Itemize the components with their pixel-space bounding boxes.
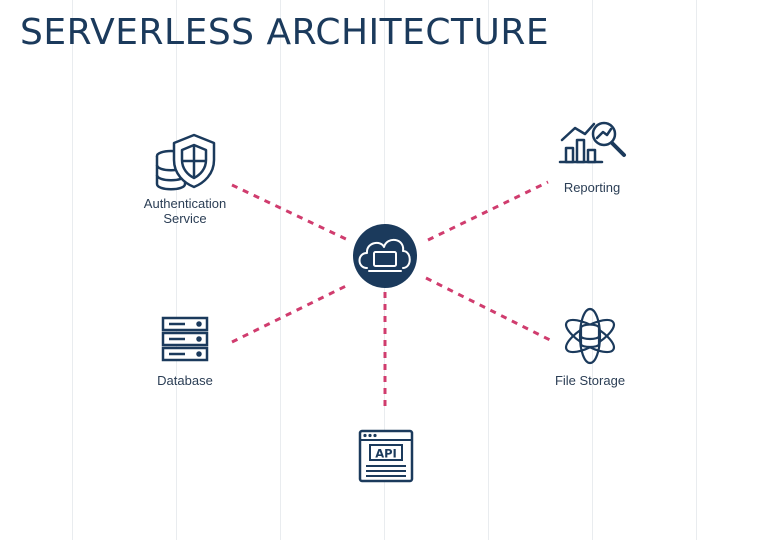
shield-database-icon (155, 133, 216, 191)
hub-node (353, 224, 417, 288)
connectors (231, 180, 551, 406)
atom-database-icon (564, 307, 616, 365)
connector-reporting (427, 180, 549, 242)
connector-database (231, 282, 351, 344)
background-gridline (696, 0, 697, 540)
reporting-label: Reporting (563, 180, 621, 195)
connector-file-storage (425, 276, 551, 342)
background-gridline (280, 0, 281, 540)
server-rack-icon (161, 316, 209, 362)
file-storage-label: File Storage (554, 373, 626, 388)
background-gridline (176, 0, 177, 540)
auth-service-label-line2: Service (163, 211, 207, 226)
background-gridline (488, 0, 489, 540)
auth-service-label: Authentication Service (125, 196, 245, 226)
database-label: Database (157, 373, 213, 388)
api-icon-text: API (375, 447, 397, 461)
page-title: SERVERLESS ARCHITECTURE (20, 12, 550, 53)
background-gridline (592, 0, 593, 540)
hub-circle (353, 224, 417, 288)
cloud-laptop-icon (358, 239, 411, 272)
background-gridline (72, 0, 73, 540)
chart-magnifier-icon (558, 121, 626, 164)
api-window-icon: API (358, 429, 414, 483)
connector-auth (231, 183, 349, 242)
auth-service-label-line1: Authentication (143, 196, 227, 211)
